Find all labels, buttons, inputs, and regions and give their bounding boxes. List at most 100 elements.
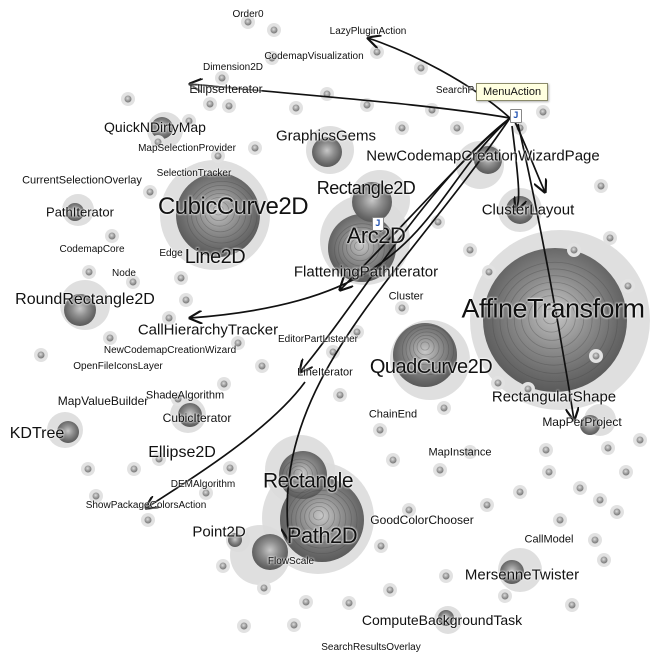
node-dot bbox=[290, 621, 298, 629]
java-file-icon[interactable]: J bbox=[372, 217, 384, 231]
node-dot bbox=[108, 232, 116, 240]
node-dot bbox=[219, 562, 227, 570]
contour-line bbox=[312, 510, 324, 521]
label-mapselectionprovider[interactable]: MapSelectionProvider bbox=[138, 143, 236, 154]
node-dot bbox=[220, 380, 228, 388]
label-newcodemapcreationwizard[interactable]: NewCodemapCreationWizard bbox=[103, 345, 237, 356]
label-cubiccurve2d[interactable]: CubicCurve2D bbox=[157, 193, 309, 220]
node-dot bbox=[600, 556, 608, 564]
call-arrow bbox=[300, 117, 511, 372]
contour-line bbox=[409, 331, 445, 366]
label-affinetransform[interactable]: AffineTransform bbox=[461, 293, 645, 324]
node-dot bbox=[106, 334, 114, 342]
label-searchp[interactable]: SearchP bbox=[435, 85, 475, 96]
label-chainend[interactable]: ChainEnd bbox=[368, 408, 418, 421]
node-dot bbox=[268, 54, 276, 62]
label-rectangle[interactable]: Rectangle bbox=[262, 469, 354, 493]
label-demalgorithm[interactable]: DEMAlgorithm bbox=[170, 479, 236, 490]
node-dot bbox=[568, 601, 576, 609]
label-rectangle2d[interactable]: Rectangle2D bbox=[316, 178, 416, 198]
label-point2d[interactable]: Point2D bbox=[192, 523, 246, 541]
label-ellipse2d[interactable]: Ellipse2D bbox=[148, 444, 216, 461]
node-dot bbox=[606, 234, 614, 242]
contour-line bbox=[499, 268, 610, 374]
label-mersennetwister[interactable]: MersenneTwister bbox=[464, 566, 580, 584]
node-dot bbox=[226, 464, 234, 472]
label-kdtree[interactable]: KDTree bbox=[9, 425, 65, 442]
node-dot bbox=[174, 395, 182, 403]
node-dot bbox=[185, 117, 193, 125]
contour-line bbox=[190, 184, 252, 244]
call-arrows bbox=[146, 38, 574, 540]
contour-line bbox=[186, 180, 258, 249]
contour-line bbox=[535, 301, 568, 333]
label-mapinstance[interactable]: MapInstance bbox=[428, 446, 492, 459]
node-dot bbox=[613, 508, 621, 516]
label-flowscale[interactable]: FlowScale bbox=[267, 556, 315, 567]
label-graphicsgems[interactable]: GraphicsGems bbox=[275, 127, 377, 145]
label-computebackgroundtask[interactable]: ComputeBackgroundTask bbox=[361, 612, 523, 628]
node-dot bbox=[202, 489, 210, 497]
label-order0[interactable]: Order0 bbox=[232, 9, 264, 20]
label-callhierarchytracker[interactable]: CallHierarchyTracker bbox=[137, 321, 279, 339]
label-lineiterator[interactable]: LineIterator bbox=[297, 366, 353, 379]
node-dot bbox=[165, 314, 173, 322]
node-dot bbox=[214, 152, 222, 160]
label-path2d[interactable]: Path2D bbox=[286, 523, 358, 548]
label-searchresultsoverlay[interactable]: SearchResultsOverlay bbox=[321, 642, 421, 653]
label-callmodel[interactable]: CallModel bbox=[524, 533, 574, 546]
label-mapperproject[interactable]: MapPerProject bbox=[542, 415, 622, 429]
label-selectiontracker[interactable]: SelectionTracker bbox=[156, 168, 232, 179]
node-dot bbox=[260, 584, 268, 592]
contour-line bbox=[528, 295, 576, 341]
call-arrow bbox=[190, 84, 511, 119]
label-quickndirtymap[interactable]: QuickNDirtyMap bbox=[104, 119, 206, 135]
label-showpackagecolorsaction[interactable]: ShowPackageColorsAction bbox=[85, 500, 207, 511]
label-editorpartlistener[interactable]: EditorPartListener bbox=[277, 334, 359, 345]
contour-lines bbox=[186, 180, 618, 554]
label-arc2d[interactable]: Arc2D bbox=[346, 223, 406, 248]
contour-line bbox=[204, 197, 236, 227]
node-dot bbox=[386, 586, 394, 594]
label-lazypluginaction[interactable]: LazyPluginAction bbox=[329, 26, 407, 37]
label-newcodemapcreationwizardpage[interactable]: NewCodemapCreationWizardPage bbox=[366, 147, 600, 165]
label-line2d[interactable]: Line2D bbox=[184, 246, 246, 268]
node-dot bbox=[398, 124, 406, 132]
node-dot bbox=[556, 516, 564, 524]
label-cluster[interactable]: Cluster bbox=[388, 290, 424, 303]
label-dimension2d[interactable]: Dimension2D bbox=[202, 62, 264, 73]
node-dot bbox=[442, 572, 450, 580]
label-ellipseiterator[interactable]: EllipseIterator bbox=[189, 82, 263, 96]
node-dot bbox=[428, 106, 436, 114]
label-flatteningpathiterator[interactable]: FlatteningPathIterator bbox=[293, 263, 439, 281]
node-dot bbox=[440, 404, 448, 412]
label-openfileiconslayer[interactable]: OpenFileIconsLayer bbox=[73, 361, 163, 372]
label-goodcolorchooser[interactable]: GoodColorChooser bbox=[370, 513, 474, 527]
label-currentselectionoverlay[interactable]: CurrentSelectionOverlay bbox=[22, 174, 142, 187]
island-hill bbox=[280, 478, 364, 562]
node-dot bbox=[539, 108, 547, 116]
label-pathiterator[interactable]: PathIterator bbox=[46, 204, 114, 220]
node-dot bbox=[545, 468, 553, 476]
node-dot bbox=[373, 48, 381, 56]
label-rectangularshape[interactable]: RectangularShape bbox=[491, 388, 617, 406]
java-file-icon[interactable]: J bbox=[510, 109, 522, 123]
contour-line bbox=[416, 338, 435, 356]
label-shadealgorithm[interactable]: ShadeAlgorithm bbox=[145, 389, 225, 402]
node-dot bbox=[146, 188, 154, 196]
node-dot bbox=[485, 268, 493, 276]
node-dot bbox=[597, 182, 605, 190]
label-quadcurve2d[interactable]: QuadCurve2D bbox=[369, 356, 493, 378]
label-roundrectangle2d[interactable]: RoundRectangle2D bbox=[15, 291, 155, 308]
label-clusterlayout[interactable]: ClusterLayout bbox=[481, 201, 575, 219]
label-cubiciterator[interactable]: CubicIterator bbox=[162, 411, 232, 425]
label-codemapcore[interactable]: CodemapCore bbox=[59, 244, 125, 255]
node-dots bbox=[34, 15, 647, 633]
island-hill bbox=[57, 421, 79, 443]
label-node[interactable]: Node bbox=[112, 268, 136, 279]
label-edge[interactable]: Edge bbox=[159, 248, 183, 259]
label-mapvaluebuilder[interactable]: MapValueBuilder bbox=[57, 394, 149, 408]
label-codemapvisualization[interactable]: CodemapVisualization bbox=[264, 51, 364, 62]
contour-line bbox=[212, 204, 224, 216]
